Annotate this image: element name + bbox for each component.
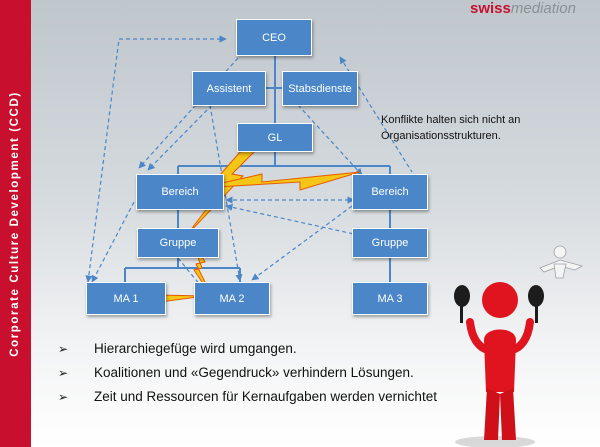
- gl-box: GL: [237, 123, 313, 152]
- ma1-box: MA 1: [86, 282, 166, 315]
- informal-communication-arrows: [85, 35, 413, 298]
- white-figure-icon: [539, 245, 584, 279]
- brand-logo-part1: swiss: [470, 0, 511, 17]
- assistant-box: Assistent: [192, 71, 266, 106]
- bullet-item: ➢ Hierarchiegefüge wird umgangen.: [58, 337, 437, 361]
- arrowhead-bullet-icon: ➢: [58, 342, 69, 356]
- bullet-list: ➢ Hierarchiegefüge wird umgangen. ➢ Koalit…: [58, 337, 437, 409]
- bullet-item: ➢ Zeit und Ressourcen für Kernaufgaben we…: [58, 385, 437, 409]
- bullet-item: ➢ Koalitionen und «Gegendruck» verhindern…: [58, 361, 437, 385]
- red-figure-icon: [454, 282, 544, 447]
- group-left-box: Gruppe: [137, 228, 219, 258]
- bullet-text: Koalitionen und «Gegendruck» verhindern …: [94, 365, 414, 380]
- division-left-box: Bereich: [136, 174, 224, 210]
- conflict-note: Konflikte halten sich nicht an Organisat…: [381, 114, 521, 142]
- ceo-box: CEO: [236, 19, 312, 56]
- division-right-box: Bereich: [352, 174, 428, 210]
- ma2-box: MA 2: [194, 282, 270, 315]
- bullet-text: Hierarchiegefüge wird umgangen.: [94, 341, 297, 356]
- ma3-box: MA 3: [352, 282, 428, 315]
- brand-logo: swissmediation: [470, 0, 576, 17]
- staff-box: Stabsdienste: [282, 71, 358, 106]
- group-right-box: Gruppe: [352, 228, 428, 258]
- arrowhead-bullet-icon: ➢: [58, 366, 69, 380]
- arrowhead-bullet-icon: ➢: [58, 390, 69, 404]
- brand-logo-part2: mediation: [510, 0, 576, 17]
- sidebar-banner: Corporate Culture Development (CCD): [0, 0, 31, 447]
- bullet-text: Zeit und Ressourcen für Kernaufgaben wer…: [94, 389, 437, 404]
